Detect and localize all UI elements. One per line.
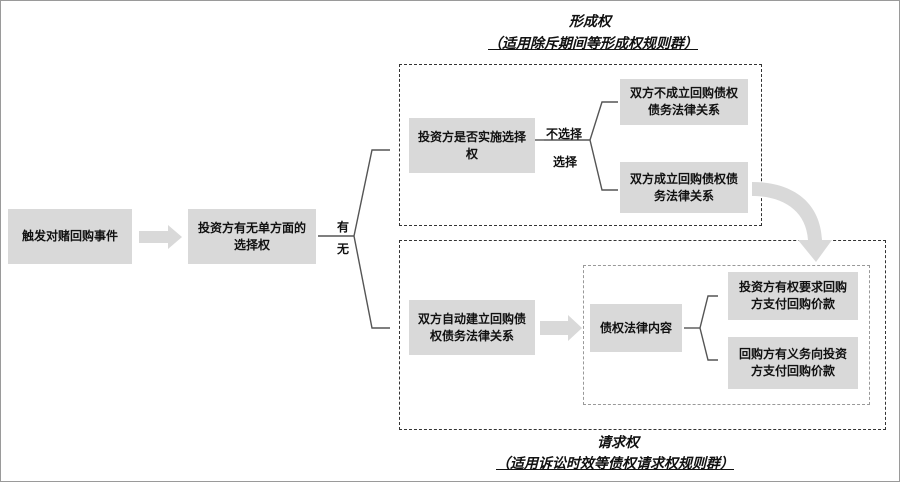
claim-right-group (399, 240, 886, 430)
formation-right-title: 形成权 (569, 14, 611, 30)
trigger-event-box: 触发对赌回购事件 (8, 209, 132, 264)
established-box: 双方成立回购债权债务法律关系 (620, 162, 748, 213)
formation-right-subtitle: （适用除斥期间等形成权规则群） (488, 36, 698, 52)
edge-label-choose: 选择 (553, 155, 578, 169)
claim-right-subtitle: （适用诉讼时效等债权请求权规则群） (496, 456, 734, 472)
edge-label-yes: 有 (337, 220, 350, 234)
debt-content-box: 债权法律内容 (590, 304, 682, 352)
investor-right-box: 投资方有权要求回购方支付回购价款 (728, 272, 858, 320)
edge-label-not-choose: 不选择 (546, 127, 583, 141)
unilateral-choice-box: 投资方有无单方面的选择权 (188, 209, 316, 264)
formation-right-group (399, 64, 762, 226)
exercise-choice-box: 投资方是否实施选择权 (409, 118, 535, 173)
repurchaser-duty-box: 回购方有义务向投资方支付回购价款 (728, 337, 858, 389)
edge-label-no: 无 (337, 242, 350, 256)
auto-established-box: 双方自动建立回购债权债务法律关系 (409, 300, 535, 355)
arrow-1 (139, 225, 182, 249)
arrow-2 (540, 315, 582, 341)
claim-right-title: 请求权 (597, 435, 639, 451)
not-established-box: 双方不成立回购债权债务法律关系 (620, 79, 748, 125)
debt-content-group (583, 265, 870, 405)
curved-arrow (752, 182, 832, 262)
